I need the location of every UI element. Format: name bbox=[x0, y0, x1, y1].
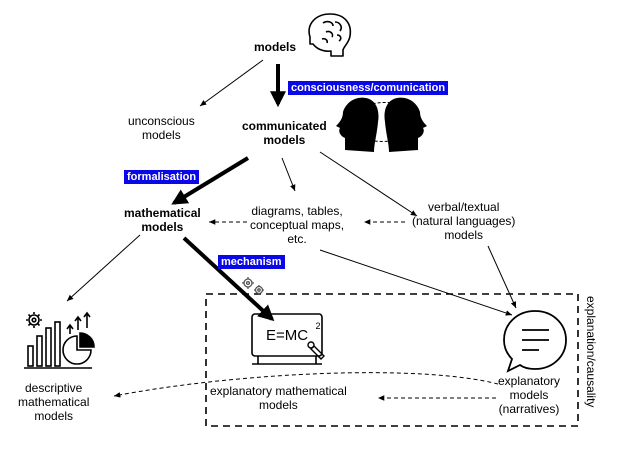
node-unconscious-line1: unconscious bbox=[128, 114, 195, 128]
formula-superscript: 2 bbox=[315, 321, 320, 331]
edge-diagrams-explanatory-narr bbox=[319, 249, 513, 316]
tag-consciousness-communication: consciousness/comunication bbox=[288, 81, 449, 95]
region-label-explanation-causality: explanation/causality bbox=[584, 296, 598, 408]
node-descriptive-line2: mathematical bbox=[18, 395, 90, 409]
node-explanatory-math-line1: explanatory mathematical bbox=[210, 384, 347, 398]
node-verbal-line3: models bbox=[444, 228, 484, 242]
node-explanatory-narr-line1: explanatory bbox=[498, 374, 561, 388]
edge-verbal-explanatory-narr bbox=[487, 245, 517, 309]
edge-communicated-diagrams bbox=[281, 157, 296, 192]
node-descriptive-models: descriptive mathematical models bbox=[18, 381, 89, 423]
node-verbal-textual: verbal/textual (natural languages) model… bbox=[412, 200, 515, 242]
charts-icon bbox=[24, 311, 95, 369]
node-explanatory-math-line2: models bbox=[259, 398, 298, 412]
edge-explanatory-to-descriptive bbox=[113, 372, 499, 398]
node-unconscious-models: unconscious models bbox=[128, 114, 195, 142]
edge-communicated-verbal bbox=[319, 151, 418, 217]
formula-text: E=MC bbox=[266, 327, 308, 344]
tag-formalisation: formalisation bbox=[124, 170, 200, 184]
node-explanatory-mathematical: explanatory mathematical models bbox=[210, 384, 347, 412]
node-mathematical-models: mathematical models bbox=[124, 206, 201, 234]
node-communicated-models: communicated models bbox=[242, 119, 327, 147]
formula-board-icon: E=MC 2 bbox=[251, 313, 325, 365]
gears-icon bbox=[242, 277, 264, 295]
edge-communicated-mathematical bbox=[171, 156, 250, 205]
node-communicated-line2: models bbox=[263, 133, 306, 147]
explanation-region-box bbox=[205, 293, 579, 427]
node-communicated-line1: communicated bbox=[242, 119, 327, 133]
node-mathematical-line2: models bbox=[141, 220, 184, 234]
node-verbal-line2: (natural languages) bbox=[412, 214, 516, 228]
node-explanatory-narr-line2: models bbox=[509, 388, 549, 402]
brain-icon bbox=[308, 13, 352, 57]
node-explanatory-narratives: explanatory models (narratives) bbox=[498, 374, 560, 416]
node-verbal-line1: verbal/textual bbox=[428, 200, 500, 214]
node-explanatory-narr-line3: (narratives) bbox=[498, 402, 560, 416]
node-models: models bbox=[254, 40, 297, 54]
edge-models-unconscious bbox=[199, 59, 264, 107]
edges bbox=[66, 59, 517, 401]
edge-mathematical-descriptive bbox=[66, 234, 141, 302]
node-descriptive-line1: descriptive bbox=[25, 381, 83, 395]
node-descriptive-line3: models bbox=[34, 409, 74, 423]
node-diagrams: diagrams, tables, conceptual maps, etc. bbox=[250, 204, 344, 246]
node-diagrams-line2: conceptual maps, bbox=[250, 218, 345, 232]
edge-mathematical-explanatory-math bbox=[182, 236, 275, 322]
speech-bubble-icon bbox=[503, 310, 567, 373]
node-mathematical-line1: mathematical bbox=[124, 206, 201, 220]
tag-mechanism: mechanism bbox=[218, 255, 285, 269]
two-heads-icon bbox=[336, 97, 427, 152]
node-unconscious-line2: models bbox=[142, 128, 181, 142]
node-diagrams-line1: diagrams, tables, bbox=[251, 204, 343, 218]
node-diagrams-line3: etc. bbox=[287, 232, 307, 246]
